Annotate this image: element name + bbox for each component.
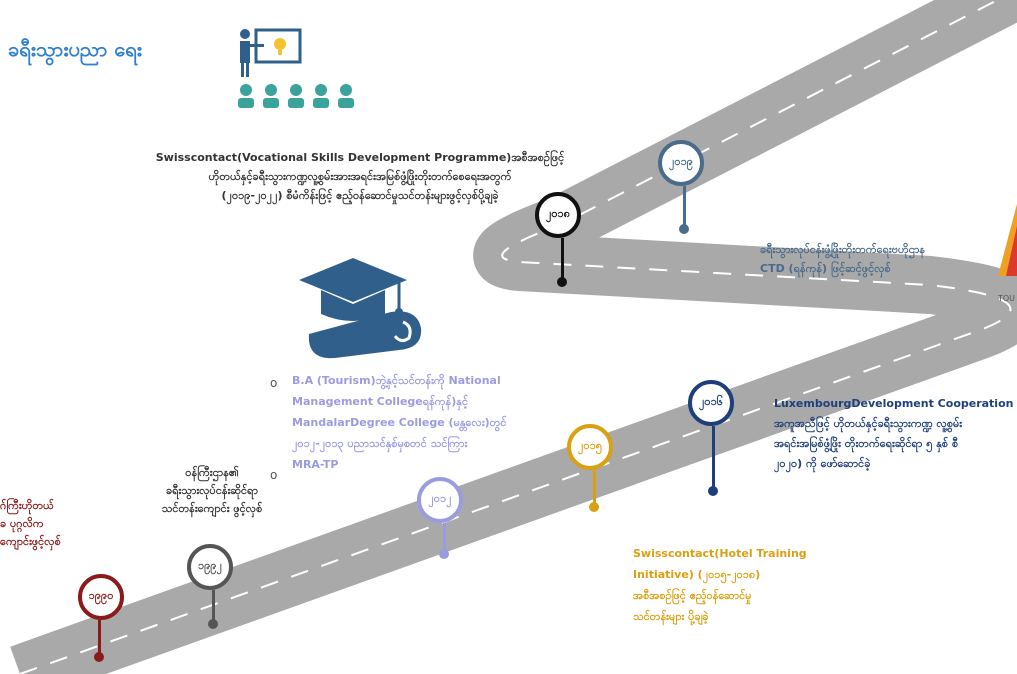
tourism-logo-icon — [998, 204, 1017, 276]
milestone-2016-dot — [708, 486, 718, 496]
milestone-2016-pin — [712, 426, 715, 488]
milestone-2019-text: ခရီးသွားလုပ်ငန်းဖွံ့ဖြိုးတိုးတက်ရေးဗဟိုဌ… — [760, 243, 926, 275]
milestone-1992-text: ဝန်ကြီးဌာန၏ခရီးသွားလုပ်ငန်းဆိုင်ရာသင်တန်… — [161, 466, 263, 515]
milestone-2012-dot — [439, 549, 449, 559]
milestone-2015-dot — [589, 502, 599, 512]
road-lane-marking — [19, 0, 1012, 674]
milestone-2019: ၂၀၁၉ — [658, 140, 704, 186]
milestone-1992-pin — [212, 590, 215, 622]
bullet-marker: o — [270, 376, 278, 390]
milestone-2018-dot — [557, 277, 567, 287]
milestone-2015-pin — [593, 470, 596, 506]
milestone-2019-pin — [683, 186, 686, 226]
milestone-2018: ၂၀၁၈ — [535, 192, 581, 238]
milestone-2018-pin — [561, 238, 564, 278]
milestone-2019-dot — [679, 224, 689, 234]
milestone-2012-pin — [443, 523, 446, 553]
teacher-presentation-icon — [238, 28, 354, 108]
milestone-1992: ၁၉၉၂ — [187, 544, 233, 590]
milestone-2012: ၂၀၁၂ — [417, 477, 463, 523]
milestone-1990-pin — [98, 620, 101, 656]
logo-text: TOU — [998, 294, 1016, 303]
graduation-cap-diploma-icon — [299, 258, 422, 359]
milestone-1990-text: ဂ်ကြီးဟိုတယ်ခ ပုဂ္ဂလိကကျောင်းဖွင့်လှစ် — [0, 499, 61, 548]
milestone-1992-dot — [208, 619, 218, 629]
milestone-2018-text: Swisscontact(Vocational Skills Developme… — [155, 151, 565, 202]
milestone-2012-text: B.A (Tourism)ဘွဲ့နှင့်သင်တန်းကို Nationa… — [292, 374, 507, 471]
road-surface — [10, 0, 1017, 674]
page-title: ခရီးသွားပညာ ရေး — [8, 37, 142, 61]
milestone-2016: ၂၀၁၆ — [688, 380, 734, 426]
milestone-1990-dot — [94, 652, 104, 662]
bullet-marker: o — [270, 468, 278, 482]
milestone-2015: ၂၀၁၅ — [567, 424, 613, 470]
milestone-1990: ၁၉၉၀ — [78, 574, 124, 620]
